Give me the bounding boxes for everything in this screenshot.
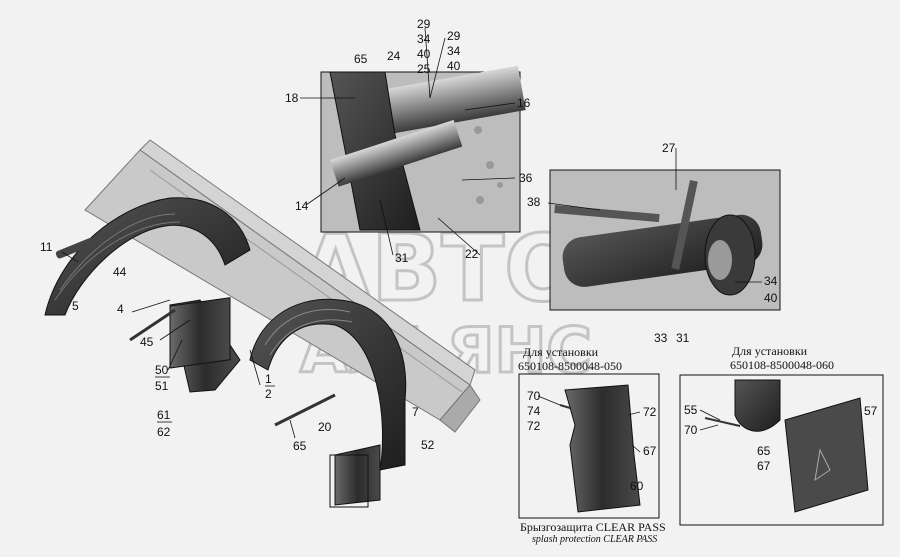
callout: 67: [757, 459, 771, 473]
callout: 50: [155, 363, 169, 377]
callout: 40: [447, 59, 461, 73]
callout: 67: [643, 444, 657, 458]
callout: 34: [764, 274, 778, 288]
callout: 38: [527, 195, 541, 209]
inset-flap-060: [679, 374, 884, 526]
inset-flap-050: [518, 373, 660, 519]
captions: Для установки 650108-8500048-050 Для уст…: [518, 344, 834, 545]
callout-underlines: [155, 376, 275, 423]
callout: 14: [295, 199, 309, 213]
callout: 31: [676, 331, 690, 345]
inset-clamp: [549, 169, 781, 311]
callout: 57: [864, 404, 878, 418]
callout: 34: [417, 32, 431, 46]
inset-bracket: [320, 65, 526, 233]
callout: 60: [630, 479, 644, 493]
callout: 25: [417, 62, 431, 76]
callout: 20: [318, 420, 332, 434]
callout: 16: [517, 96, 531, 110]
callout: 34: [447, 44, 461, 58]
callout: 1: [265, 372, 272, 386]
product-en: splash protection CLEAR PASS: [532, 534, 657, 545]
callout: 33: [654, 331, 668, 345]
product-ru: Брызгозащита CLEAR PASS: [520, 520, 666, 534]
install-b-title: Для установки: [732, 344, 808, 358]
callout: 45: [140, 335, 154, 349]
callout: 29: [447, 29, 461, 43]
callout: 40: [417, 47, 431, 61]
callout: 40: [764, 291, 778, 305]
callout: 24: [387, 49, 401, 63]
callout: 27: [662, 141, 676, 155]
callout: 29: [417, 17, 431, 31]
callout: 61: [157, 408, 171, 422]
install-a-code: 650108-8500048-050: [518, 359, 622, 373]
callout: 36: [519, 171, 533, 185]
callouts: 29 34 40 25 29 34 40 65 24 18 16 36 14 3…: [40, 17, 878, 493]
callout: 11: [40, 240, 53, 254]
callout: 55: [684, 403, 698, 417]
leader-lines: [61, 27, 762, 453]
callout: 44: [113, 265, 127, 279]
callout: 22: [465, 247, 479, 261]
callout: 7: [412, 405, 419, 419]
front-fender: [129, 298, 407, 508]
callout: 4: [117, 302, 124, 316]
callout: 65: [293, 439, 307, 453]
callout: 65: [354, 52, 368, 66]
install-a-title: Для установки: [523, 345, 599, 359]
callout: 2: [265, 387, 272, 401]
callout: 31: [395, 251, 409, 265]
callout: 18: [285, 91, 299, 105]
callout: 72: [643, 405, 657, 419]
callout: 65: [757, 444, 771, 458]
callout: 62: [157, 425, 171, 439]
callout: 5: [72, 299, 79, 313]
rear-fender: [44, 197, 251, 393]
callout: 52: [421, 438, 435, 452]
callout: 70: [527, 389, 541, 403]
callout: 74: [527, 404, 541, 418]
callout: 72: [527, 419, 541, 433]
callout: 51: [155, 379, 169, 393]
install-b-code: 650108-8500048-060: [730, 358, 834, 372]
callout: 70: [684, 423, 698, 437]
